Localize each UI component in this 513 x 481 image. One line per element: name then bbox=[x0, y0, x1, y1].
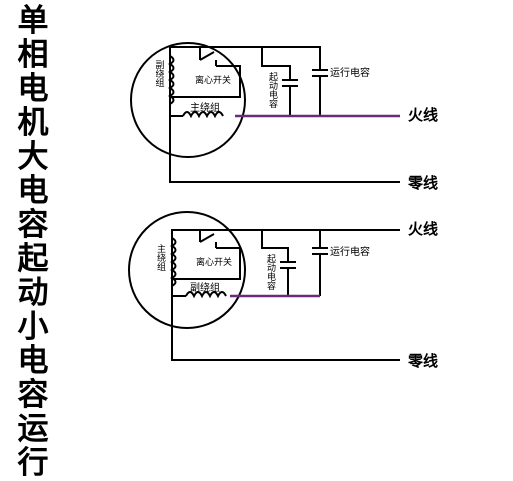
title-char: 动 bbox=[17, 275, 49, 311]
motor-2-housing bbox=[128, 211, 246, 329]
motor-2-switch-blade bbox=[199, 233, 215, 243]
motor-1-switch-label: 离心开关 bbox=[195, 76, 232, 86]
title-char: 小 bbox=[17, 309, 49, 345]
motor-2-start-cap-label: 起动电容 bbox=[265, 254, 275, 290]
motor-1-switch-blade bbox=[199, 51, 215, 61]
title-char: 电 bbox=[17, 173, 49, 209]
motor-2-live-label: 火线 bbox=[408, 220, 439, 238]
motor-1-aux-winding-label: 副绕组 bbox=[153, 60, 164, 87]
title-char: 起 bbox=[17, 241, 49, 277]
motor-1-start-cap-label: 起动电容 bbox=[267, 72, 277, 108]
title-char: 行 bbox=[17, 445, 49, 481]
motor-2-switch-label: 离心开关 bbox=[196, 258, 233, 268]
motor-2-neutral-wire bbox=[171, 296, 400, 361]
motor-1-live-label: 火线 bbox=[408, 106, 439, 124]
motor-1-main-winding-label: 主绕组 bbox=[190, 103, 220, 114]
title-char: 大 bbox=[17, 139, 49, 175]
title-char: 单 bbox=[17, 3, 49, 39]
motor-2-run-cap-label: 运行电容 bbox=[330, 247, 370, 258]
title-char: 电 bbox=[17, 71, 49, 107]
wiring-diagram bbox=[128, 42, 400, 361]
motor-1-neutral-wire bbox=[169, 128, 400, 183]
title-char: 机 bbox=[17, 105, 49, 141]
title-char: 容 bbox=[17, 377, 49, 413]
title-char: 容 bbox=[17, 207, 49, 243]
title-char: 相 bbox=[17, 37, 49, 73]
motor-2-aux-winding-label: 副绕组 bbox=[190, 283, 220, 294]
motor-1-main-coil bbox=[182, 111, 224, 119]
diagram-canvas: 单相电机大电容起动小电容运行 bbox=[17, 3, 439, 480]
title-char: 电 bbox=[17, 343, 49, 379]
motor-2-neutral-label: 零线 bbox=[408, 352, 439, 370]
motor-2-aux-coil bbox=[185, 291, 227, 299]
title-char: 运 bbox=[17, 411, 49, 447]
motor-1-run-cap-label: 运行电容 bbox=[330, 68, 370, 79]
motor-1-neutral-label: 零线 bbox=[408, 174, 439, 192]
motor-1-housing bbox=[130, 42, 246, 158]
motor-2-main-winding-label: 主绕组 bbox=[155, 244, 165, 271]
